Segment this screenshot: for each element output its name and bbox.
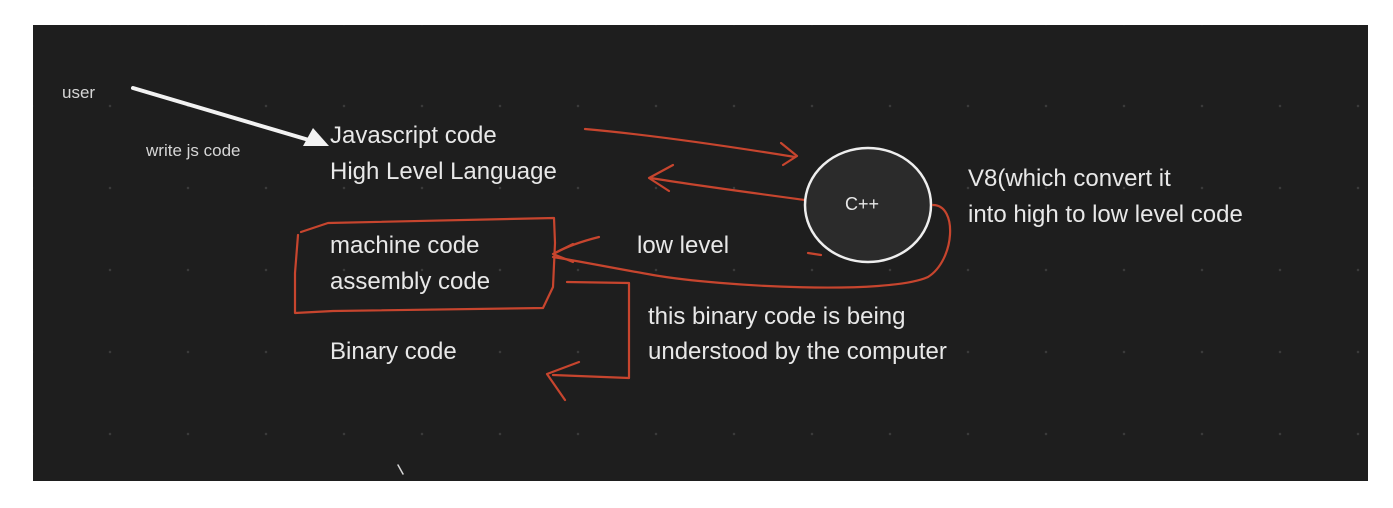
user-to-js-arrowhead: [303, 128, 329, 146]
v8-description-line1: V8(which convert it: [968, 165, 1171, 192]
user-to-js-arrow: [131, 86, 321, 145]
write-js-label: write js code: [146, 141, 241, 160]
stray-pen-mark: [397, 464, 404, 475]
cpp-to-high-level-arrow: [649, 176, 807, 202]
cpp-to-high-level-arrowhead: [647, 163, 675, 193]
javascript-code-label: Javascript code: [330, 122, 497, 149]
v8-description-line2: into high to low level code: [968, 201, 1243, 228]
assembly-to-binary-arrowhead: [545, 360, 581, 402]
js-to-cpp-arrow: [583, 127, 797, 159]
binary-code-label: Binary code: [330, 338, 457, 365]
low-level-arrowhead: [551, 242, 575, 264]
machine-code-label: machine code: [330, 232, 480, 259]
cpp-label: C++: [845, 194, 880, 214]
whiteboard-canvas: user write js code Javascript code High …: [33, 25, 1368, 481]
cpp-to-machine-code-curve: [551, 203, 952, 289]
low-level-label: low level: [637, 232, 730, 259]
binary-note-line2: understood by the computer: [648, 338, 947, 365]
assembly-code-label: assembly code: [330, 268, 491, 295]
user-label: user: [62, 83, 96, 102]
high-level-language-label: High Level Language: [330, 158, 557, 185]
low-level-dash: [806, 251, 823, 257]
js-to-cpp-arrowhead: [779, 141, 799, 167]
assembly-to-binary-bracket: [551, 280, 631, 380]
binary-note-line1: this binary code is being: [648, 303, 906, 330]
low-level-arrow: [553, 235, 601, 255]
